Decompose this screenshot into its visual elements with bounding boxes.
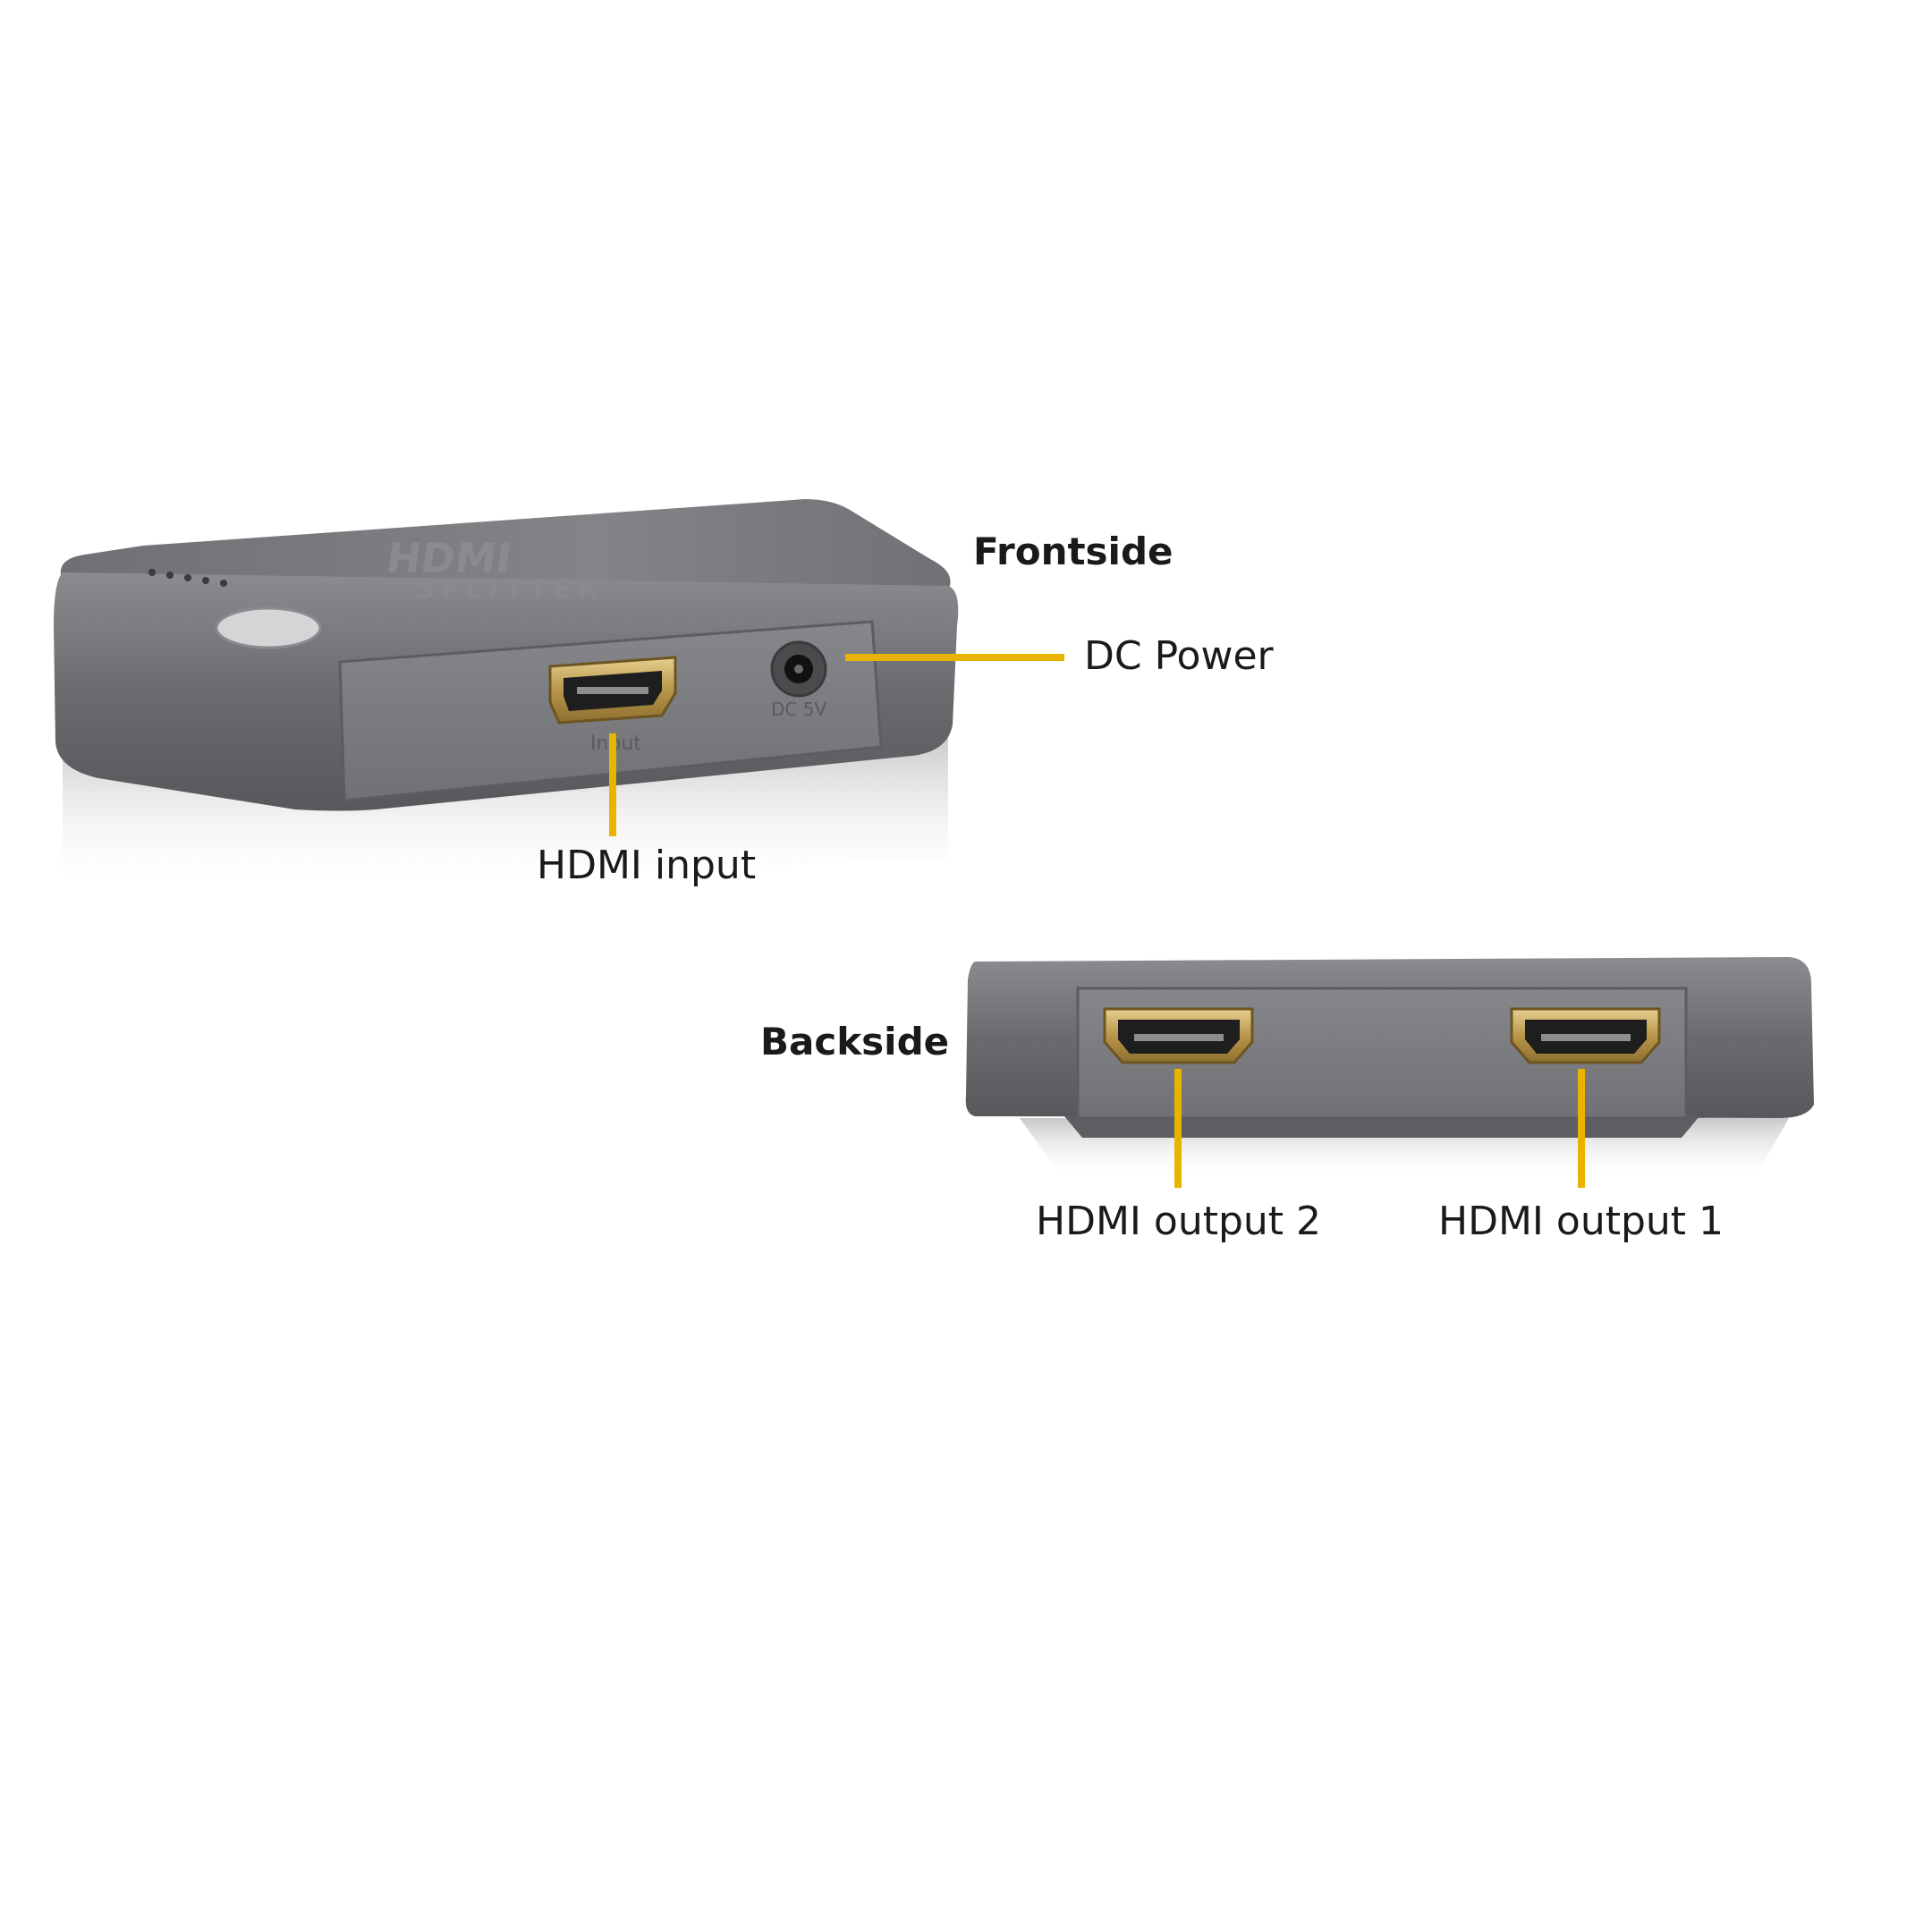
hdmi-output-2-port [1103, 1007, 1254, 1064]
back-device [965, 957, 1814, 1181]
back-device-base [1064, 1116, 1699, 1138]
dc-power-label: DC Power [1084, 633, 1274, 679]
hdmi-output-1-label: HDMI output 1 [1438, 1199, 1724, 1244]
hdmi-input-port [548, 656, 677, 724]
front-device: HDMI SPLITTER Input DC 5V [54, 499, 959, 894]
status-led-row [148, 569, 227, 587]
hdmi-input-label: HDMI input [537, 843, 757, 888]
front-device-top [60, 499, 951, 590]
power-button [215, 606, 322, 649]
frontside-label: Frontside [973, 530, 1174, 573]
top-logo: HDMI [384, 534, 515, 582]
callout-lines [609, 654, 1585, 1188]
hdmi-output-2-label: HDMI output 2 [1036, 1199, 1321, 1244]
dc-power-jack [770, 640, 827, 698]
hdmi-output-1-port [1510, 1007, 1661, 1064]
top-sub-logo: SPLITTER [416, 574, 607, 604]
dc-rating-marking: DC 5V [771, 699, 826, 720]
backside-label: Backside [760, 1020, 950, 1063]
